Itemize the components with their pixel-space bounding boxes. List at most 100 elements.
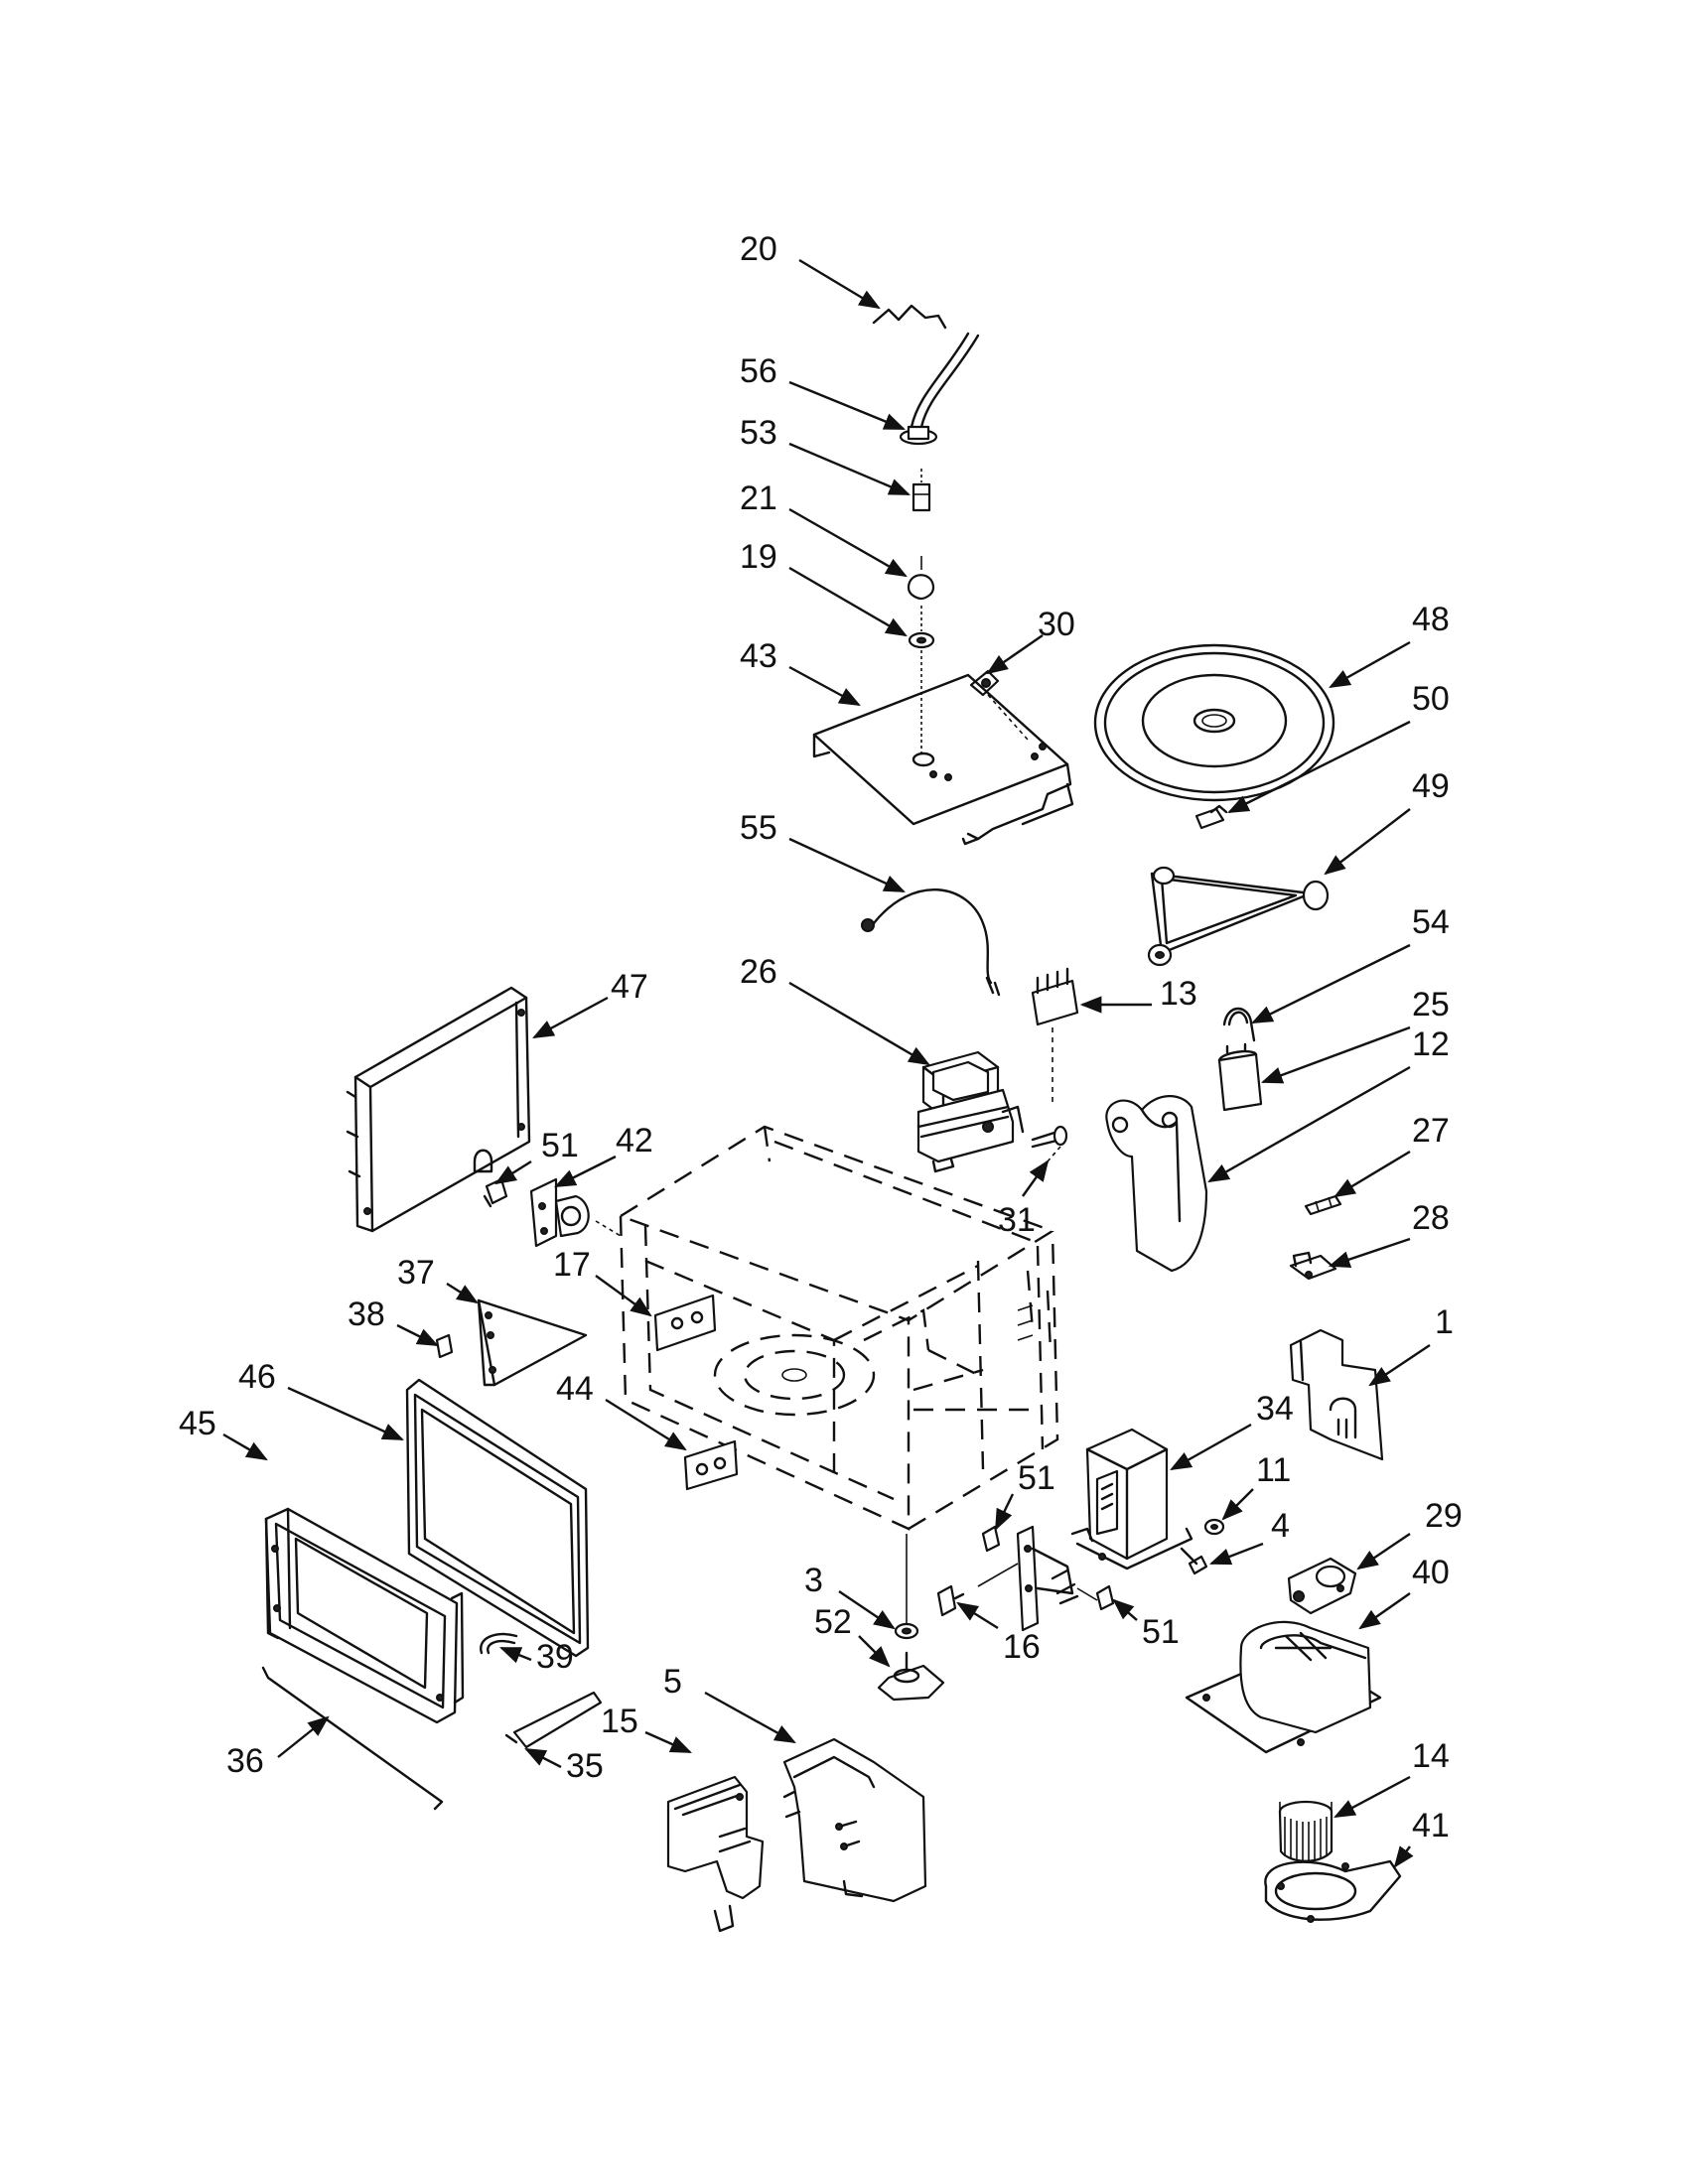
svg-text:11: 11 bbox=[1256, 1451, 1291, 1489]
callout-20: 20 bbox=[740, 230, 881, 310]
callout-29: 29 bbox=[1356, 1497, 1463, 1570]
part-56-cord bbox=[899, 332, 980, 446]
svg-text:1: 1 bbox=[1435, 1303, 1454, 1341]
callout-35: 35 bbox=[524, 1747, 604, 1785]
svg-text:52: 52 bbox=[814, 1603, 852, 1641]
svg-text:41: 41 bbox=[1412, 1807, 1450, 1844]
svg-text:51: 51 bbox=[1018, 1459, 1055, 1497]
svg-text:48: 48 bbox=[1412, 601, 1450, 638]
callout-14: 14 bbox=[1333, 1737, 1450, 1819]
part-21-light-bulb bbox=[907, 556, 935, 601]
svg-text:13: 13 bbox=[1160, 975, 1197, 1013]
callout-55: 55 bbox=[740, 809, 906, 893]
svg-text:51: 51 bbox=[1142, 1613, 1180, 1651]
svg-text:47: 47 bbox=[611, 968, 648, 1006]
part-46-door-frame bbox=[405, 1378, 590, 1658]
svg-text:38: 38 bbox=[348, 1296, 385, 1333]
part-42-switch-bracket bbox=[529, 1177, 622, 1248]
callout-51c: 51 bbox=[1112, 1598, 1180, 1651]
part-50-coupler bbox=[1194, 804, 1228, 830]
svg-text:56: 56 bbox=[740, 352, 777, 390]
part-47-side-panel bbox=[346, 986, 531, 1233]
part-39-handle-clip bbox=[480, 1632, 518, 1655]
svg-text:14: 14 bbox=[1412, 1737, 1450, 1775]
svg-text:16: 16 bbox=[1003, 1628, 1041, 1666]
svg-text:35: 35 bbox=[566, 1747, 604, 1785]
svg-text:28: 28 bbox=[1412, 1199, 1450, 1237]
callout-17: 17 bbox=[553, 1246, 652, 1317]
callout-13: 13 bbox=[1079, 975, 1197, 1014]
svg-text:30: 30 bbox=[1038, 606, 1075, 643]
svg-text:20: 20 bbox=[740, 230, 777, 268]
oven-cavity bbox=[618, 1125, 1059, 1531]
callout-1: 1 bbox=[1368, 1303, 1454, 1387]
part-45-door-assembly bbox=[264, 1507, 465, 1724]
part-43-mounting-plate bbox=[812, 650, 1074, 846]
callout-26: 26 bbox=[740, 953, 930, 1066]
svg-text:37: 37 bbox=[397, 1254, 435, 1292]
svg-text:31: 31 bbox=[998, 1201, 1036, 1239]
part-25-capacitor bbox=[1217, 1042, 1263, 1112]
part-19-washer bbox=[908, 606, 935, 649]
svg-text:55: 55 bbox=[740, 809, 777, 847]
svg-text:46: 46 bbox=[238, 1358, 276, 1396]
callout-50: 50 bbox=[1227, 680, 1450, 814]
svg-text:36: 36 bbox=[226, 1742, 264, 1780]
part-53-lamp-socket bbox=[912, 469, 931, 512]
callout-41: 41 bbox=[1393, 1807, 1450, 1868]
callout-42: 42 bbox=[554, 1122, 653, 1188]
callout-36: 36 bbox=[226, 1715, 330, 1780]
callout-21: 21 bbox=[740, 479, 908, 578]
part-13-terminal-block bbox=[1031, 967, 1079, 1102]
part-30-thermal-cutout bbox=[969, 669, 1029, 741]
callout-27: 27 bbox=[1333, 1112, 1450, 1198]
part-48-turntable-tray bbox=[1093, 643, 1335, 802]
svg-text:39: 39 bbox=[536, 1638, 574, 1676]
callout-54: 54 bbox=[1251, 903, 1450, 1024]
callout-43: 43 bbox=[740, 637, 861, 707]
callout-53: 53 bbox=[740, 414, 911, 496]
callout-51b: 51 bbox=[994, 1459, 1055, 1531]
callout-37: 37 bbox=[397, 1254, 479, 1304]
callout-12: 12 bbox=[1207, 1025, 1450, 1183]
callout-44: 44 bbox=[556, 1370, 687, 1451]
part-40-blower-housing bbox=[1185, 1620, 1382, 1754]
svg-text:50: 50 bbox=[1412, 680, 1450, 718]
svg-text:17: 17 bbox=[553, 1246, 591, 1284]
svg-text:54: 54 bbox=[1412, 903, 1450, 941]
svg-text:25: 25 bbox=[1412, 986, 1450, 1024]
part-31-antenna-line bbox=[1047, 1146, 1061, 1162]
svg-text:29: 29 bbox=[1425, 1497, 1463, 1535]
callout-31: 31 bbox=[998, 1160, 1050, 1239]
part-51c-latch-clip bbox=[1095, 1584, 1115, 1611]
part-14-fan-blade bbox=[1278, 1800, 1333, 1862]
part-49-roller-support bbox=[1147, 866, 1330, 967]
part-55-wire-harness bbox=[861, 887, 1001, 997]
part-20-wire-clip bbox=[872, 304, 947, 330]
part-36-door-spring bbox=[261, 1666, 444, 1811]
svg-text:34: 34 bbox=[1256, 1390, 1294, 1428]
svg-text:42: 42 bbox=[616, 1122, 653, 1160]
part-51a-latch-clip bbox=[483, 1177, 508, 1208]
callout-39: 39 bbox=[498, 1638, 574, 1676]
callout-16: 16 bbox=[956, 1601, 1041, 1666]
svg-text:49: 49 bbox=[1412, 767, 1450, 805]
svg-text:43: 43 bbox=[740, 637, 777, 675]
svg-text:3: 3 bbox=[804, 1562, 823, 1599]
svg-text:40: 40 bbox=[1412, 1554, 1450, 1591]
callout-4: 4 bbox=[1208, 1507, 1290, 1566]
switch-mount-bracket bbox=[977, 1525, 1098, 1632]
callout-19: 19 bbox=[740, 538, 908, 637]
svg-text:15: 15 bbox=[601, 1703, 638, 1740]
part-29-motor bbox=[1287, 1557, 1357, 1615]
part-44-choke-plate bbox=[683, 1439, 739, 1491]
part-15-duct bbox=[666, 1775, 765, 1933]
part-3-coupler bbox=[894, 1534, 919, 1640]
part-38-clip bbox=[435, 1333, 454, 1359]
part-34-transformer bbox=[1070, 1428, 1193, 1570]
callout-47: 47 bbox=[532, 968, 648, 1039]
callout-45: 45 bbox=[179, 1405, 268, 1461]
svg-text:44: 44 bbox=[556, 1370, 594, 1408]
part-17-choke-plate bbox=[653, 1294, 717, 1352]
